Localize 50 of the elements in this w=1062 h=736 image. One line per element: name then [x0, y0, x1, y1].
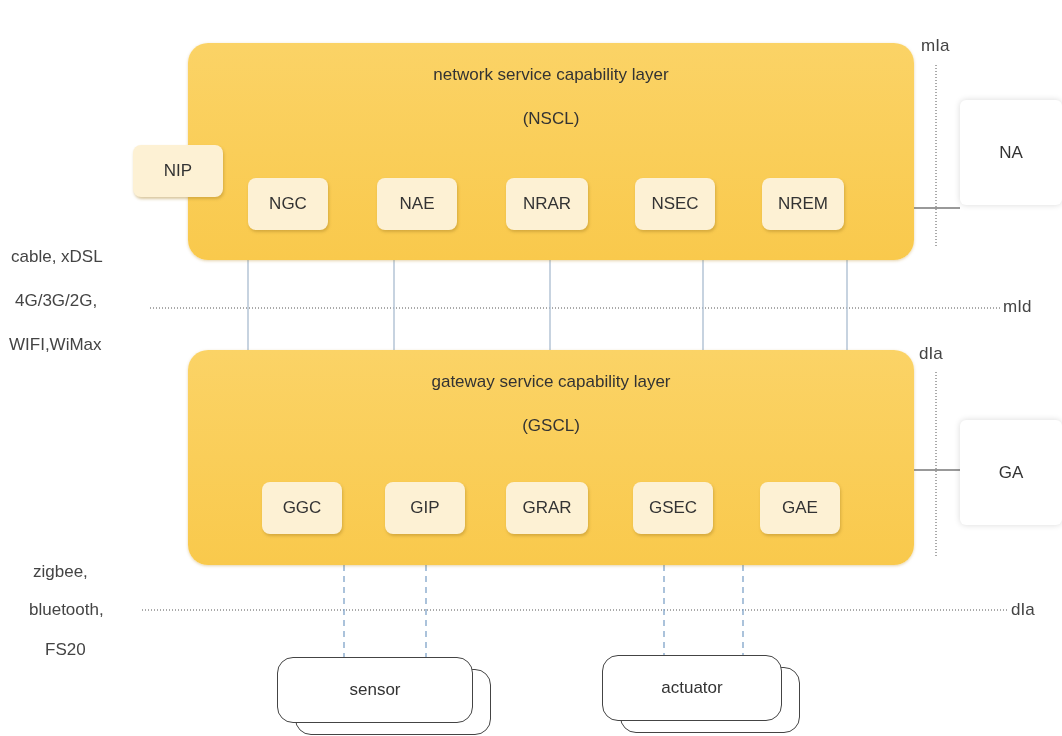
application-label: GA [998, 462, 1024, 483]
connector-line [913, 469, 961, 471]
connector-line [742, 564, 744, 656]
connector-line [343, 564, 345, 658]
module-box [760, 482, 840, 534]
connector-line [702, 259, 704, 351]
module-label: NAE [399, 194, 435, 214]
interface-label: cable, xDSL [10, 247, 104, 267]
application-box [960, 420, 1062, 525]
connector-line [393, 259, 395, 351]
interface-label: zigbee, [32, 562, 89, 582]
module-label: GSEC [648, 498, 698, 518]
module-box [377, 178, 457, 230]
connector-line [425, 564, 427, 658]
module-label: NGC [269, 194, 307, 214]
application-label: NA [999, 142, 1023, 163]
module-box [506, 178, 588, 230]
device-label: actuator [661, 678, 723, 698]
module-box [248, 178, 328, 230]
connector-line [549, 259, 551, 351]
device-box [602, 655, 782, 721]
module-box [133, 145, 223, 197]
layer-title: (GSCL) [522, 416, 580, 436]
module-box [506, 482, 588, 534]
interface-label: bluetooth, [28, 600, 105, 620]
module-box [762, 178, 844, 230]
device-label: sensor [349, 680, 401, 700]
module-label: NIP [163, 161, 193, 181]
device-box [277, 657, 473, 723]
module-label: GIP [410, 498, 440, 518]
module-box [633, 482, 713, 534]
interface-label: 4G/3G/2G, [14, 291, 99, 311]
connector-line [913, 207, 961, 209]
module-box [635, 178, 715, 230]
connector-line [247, 259, 249, 351]
module-label: NREM [777, 194, 829, 214]
connector-line [663, 564, 665, 656]
interface-label: WIFI,WiMax [8, 335, 103, 355]
module-box [262, 482, 342, 534]
module-label: NSEC [651, 194, 699, 214]
connector-line [846, 259, 848, 351]
module-label: GGC [282, 498, 322, 518]
layer-title: (NSCL) [522, 109, 580, 129]
module-label: GAE [782, 498, 818, 518]
layer-title: gateway service capability layer [431, 372, 671, 392]
module-box [385, 482, 465, 534]
layer-panel [188, 350, 914, 565]
module-label: NRAR [522, 194, 572, 214]
layer-title: network service capability layer [433, 65, 669, 85]
module-label: GRAR [522, 498, 572, 518]
